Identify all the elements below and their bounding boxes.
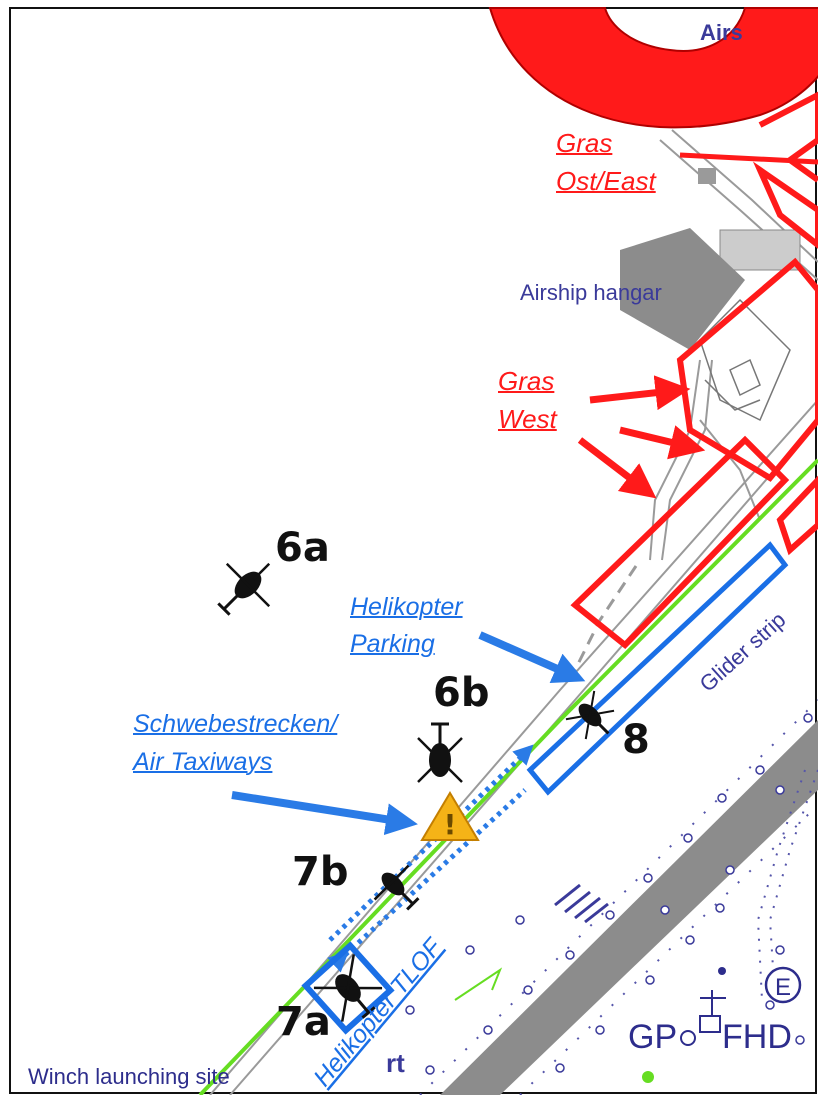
air-taxiway-arrow: [512, 744, 534, 766]
helicopter-icon-7a: [313, 954, 383, 1022]
air-taxiways-label-2: Air Taxiways: [133, 748, 273, 776]
fhd-label: FHD: [722, 1018, 792, 1056]
e-marker-text: E: [775, 974, 791, 1001]
airship-hangar-shape: [620, 228, 745, 350]
red-ring: [488, 7, 818, 129]
point-8-label: 8: [622, 717, 650, 763]
gras-east-label-2: Ost/East: [556, 166, 656, 196]
gras-west-label-1: Gras: [498, 366, 555, 396]
air-taxiway-dotted: [327, 756, 527, 973]
gp-dot: [718, 967, 726, 975]
gras-west-arrows: [577, 375, 706, 499]
edge-lights: [405, 713, 813, 1075]
red-divider-line: [679, 152, 818, 165]
green-dot: [642, 1071, 654, 1083]
gras-west-label-2: West: [498, 404, 557, 434]
light-chain: [756, 769, 818, 1001]
map-frame: [9, 7, 817, 1094]
gp-label: GP: [628, 1018, 678, 1056]
point-7a-label: 7a: [276, 999, 331, 1045]
point-7b-label: 7b: [292, 849, 349, 895]
helicopter-icon-8: [565, 690, 615, 740]
e-marker-circle: [764, 966, 802, 1004]
small-building: [698, 168, 716, 184]
glider-strip-outline: [526, 541, 789, 796]
heli-parking-label-2: Parking: [350, 630, 435, 658]
runway: [440, 720, 818, 1095]
glider-strip-label: Glider strip: [695, 607, 791, 697]
point-6a-label: 6a: [275, 525, 330, 571]
airship-hangar-label: Airship hangar: [520, 280, 662, 305]
heli-parking-label-1: Helikopter: [350, 593, 463, 621]
helicopter-icon-6b: [417, 722, 463, 783]
gp-marks: [680, 990, 726, 1046]
callout-arrows: [231, 631, 586, 836]
airship-top-label: Airs: [700, 20, 743, 45]
air-taxiways-label-1: Schwebestrecken/: [133, 710, 338, 738]
helicopter-icon-6a: [217, 562, 271, 616]
approach-arrows: [554, 883, 609, 924]
green-small-arrow: [454, 967, 503, 1001]
warning-mark: !: [444, 808, 457, 841]
rt-label: rt: [386, 1048, 405, 1078]
building-outline: [719, 229, 801, 271]
gras-east-label-1: Gras: [556, 128, 613, 158]
winch-launching-label: Winch launching site: [28, 1064, 230, 1089]
apron-outlines: [699, 298, 791, 422]
warning-triangle: [420, 791, 480, 841]
helicopter-icon-7b: [373, 864, 420, 911]
point-6b-label: 6b: [433, 670, 490, 716]
